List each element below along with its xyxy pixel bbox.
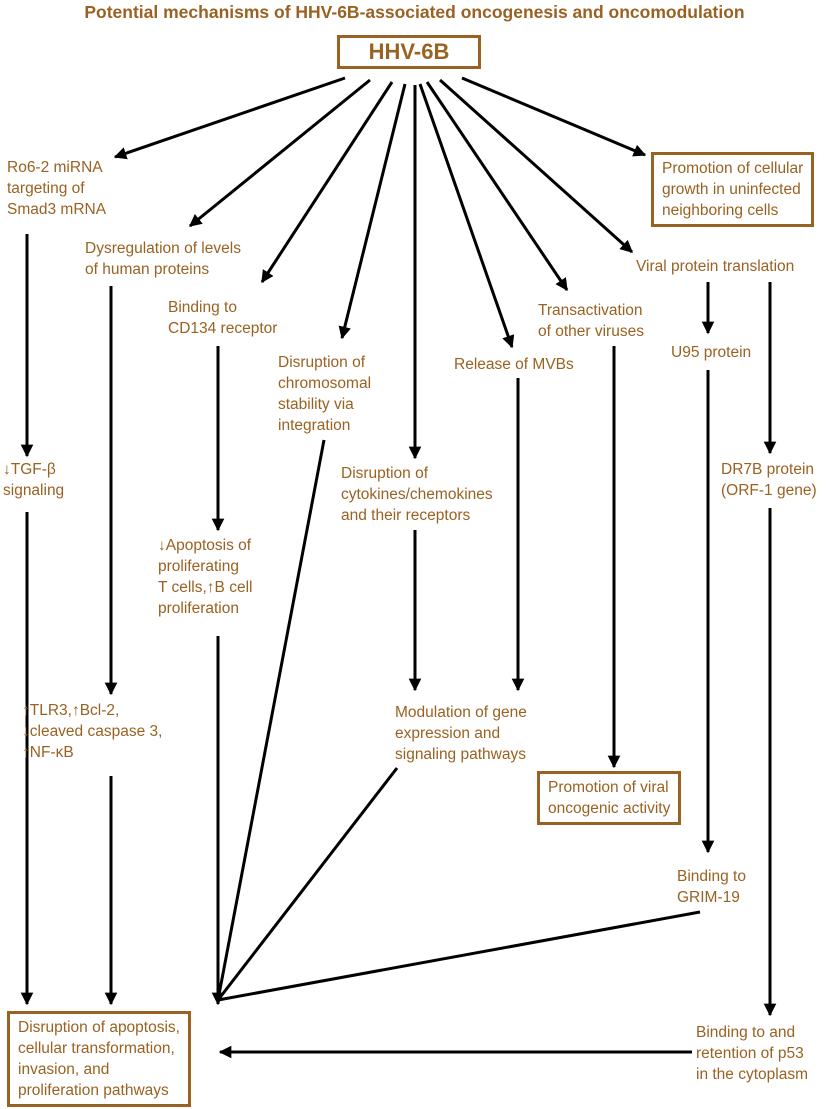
arrow-root-to-transact [425,81,569,292]
arrow-root-to-dysreg [189,78,371,228]
line-grim-to-final [217,910,701,1002]
node-viral-translation: Viral protein translation [636,258,795,275]
node-tlr3-bcl2: ↑TLR3,↑Bcl-2, ↓cleaved caspase 3, ↑NF-κB [22,702,163,761]
line-chrom-to-final [216,439,326,1001]
node-transactivation: Transactivation of other viruses [538,302,644,340]
node-tgf-signaling: ↓TGF-β signaling [3,461,65,499]
node-release-mvbs: Release of MVBs [454,356,574,373]
node-u95-protein: U95 protein [671,344,752,361]
arrow-root-to-mvbs [418,83,515,349]
node-final-outcome: Disruption of apoptosis, cellular transf… [7,1011,191,1107]
arrow-root-to-viraltrans [438,78,634,254]
node-grim19-binding: Binding to GRIM-19 [677,868,746,906]
node-dr7b-protein: DR7B protein (ORF-1 gene) [721,461,817,499]
line-modul-to-final [216,767,399,1001]
node-ro62-mirna: Ro6-2 miRNA targeting of Smad3 mRNA [7,159,107,218]
arrow-root-to-ro62 [113,76,346,160]
node-dysregulation: Dysregulation of levels of human protein… [85,240,241,278]
arrow-root-to-cd134 [260,81,394,284]
root-node-hhv6b: HHV-6B [337,35,481,69]
node-cellular-growth: Promotion of cellular growth in uninfect… [651,152,815,227]
diagram-title: Potential mechanisms of HHV-6B-associate… [84,2,745,22]
node-chromosomal-stability: Disruption of chromosomal stability via … [278,354,372,434]
node-viral-oncogenic-activity: Promotion of viral oncogenic activity [537,771,682,825]
arrow-root-to-chrom [338,83,407,340]
node-cd134-binding: Binding to CD134 receptor [168,299,278,337]
arrow-root-to-growth [461,76,647,157]
node-apoptosis-tcells: ↓Apoptosis of proliferating T cells,↑B c… [158,537,253,617]
node-cytokines: Disruption of cytokines/chemokines and t… [341,465,493,524]
node-modulation-gene-expression: Modulation of gene expression and signal… [395,704,527,763]
node-p53-retention: Binding to and retention of p53 in the c… [696,1024,808,1083]
